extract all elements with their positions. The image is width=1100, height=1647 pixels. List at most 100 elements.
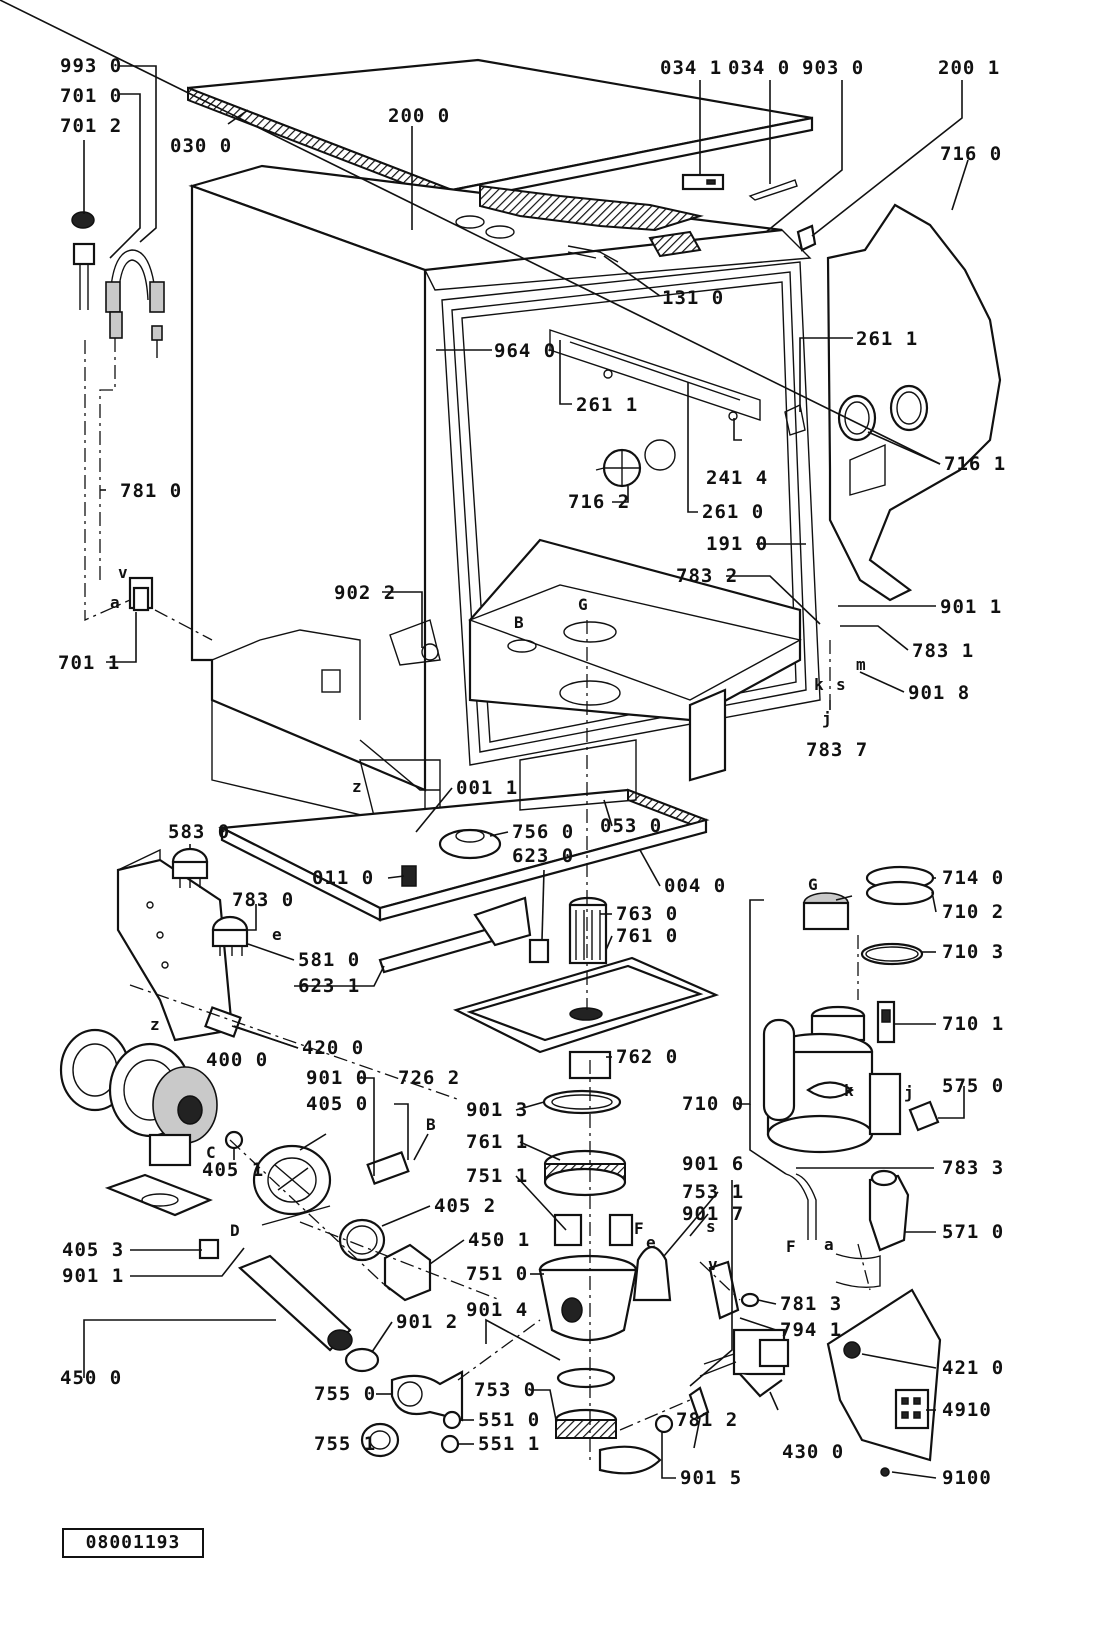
- ref-letter: k: [814, 675, 824, 694]
- part-number-labels: 993 0 701 0 701 2 030 0 200 0 034 1 034 …: [58, 55, 1006, 1489]
- part-label: 901 0: [306, 1067, 368, 1089]
- ref-letter: D: [230, 1221, 240, 1240]
- part-label: 710 0: [682, 1093, 744, 1115]
- part-label: 011 0: [312, 867, 374, 889]
- control-bracket: [116, 847, 249, 1042]
- part-label: 783 0: [232, 889, 294, 911]
- part-label: 761 0: [616, 925, 678, 947]
- part-label: 261 1: [856, 328, 918, 350]
- part-label: 001 1: [456, 777, 518, 799]
- heater-element: [378, 896, 550, 974]
- part-label: 901 4: [466, 1299, 528, 1321]
- part-label: 430 0: [782, 1441, 844, 1463]
- part-label: 753 0: [474, 1379, 536, 1401]
- part-label: 901 3: [466, 1099, 528, 1121]
- part-label: 583 0: [168, 821, 230, 843]
- ref-letter: z: [352, 777, 362, 796]
- part-label: 030 0: [170, 135, 232, 157]
- leader-lines: [0, 0, 969, 1479]
- part-label: 763 0: [616, 903, 678, 925]
- ref-letter: z: [150, 1015, 160, 1034]
- part-label: 450 0: [60, 1367, 122, 1389]
- ref-letter: e: [646, 1233, 656, 1252]
- part-label: 726 2: [398, 1067, 460, 1089]
- part-label: 4910: [942, 1399, 992, 1421]
- ref-letter: m: [856, 655, 866, 674]
- ref-letter: j: [822, 709, 832, 728]
- insulation-panel: [826, 203, 1002, 602]
- document-number: 08001193: [62, 1528, 204, 1558]
- part-label: 710 1: [942, 1013, 1004, 1035]
- part-label: 901 8: [908, 682, 970, 704]
- part-label: 751 1: [466, 1165, 528, 1187]
- part-label: 755 0: [314, 1383, 376, 1405]
- part-label: 551 0: [478, 1409, 540, 1431]
- part-label: 993 0: [60, 55, 122, 77]
- part-label: 753 1: [682, 1181, 744, 1203]
- part-label: 794 1: [780, 1319, 842, 1341]
- ref-letter: G: [578, 595, 588, 614]
- part-label: 762 0: [616, 1046, 678, 1068]
- ref-letter: B: [426, 1115, 436, 1134]
- part-label: 756 0: [512, 821, 574, 843]
- part-label: 623 1: [298, 975, 360, 997]
- part-label: 400 0: [206, 1049, 268, 1071]
- part-label: 623 0: [512, 845, 574, 867]
- part-label: 053 0: [600, 815, 662, 837]
- reference-letters: G B k s m j v a z e C D B F e v s G k j …: [110, 563, 914, 1274]
- part-label: 903 0: [802, 57, 864, 79]
- motor-pump-assembly: [59, 1028, 464, 1458]
- ref-letter: s: [706, 1217, 716, 1236]
- part-label: 710 2: [942, 901, 1004, 923]
- base-tray: [218, 739, 710, 922]
- ref-letter: C: [206, 1143, 216, 1162]
- part-label: 781 3: [780, 1293, 842, 1315]
- part-label: 901 7: [682, 1203, 744, 1225]
- ref-letter: G: [808, 875, 818, 894]
- part-label: 781 2: [676, 1409, 738, 1431]
- ref-letter: k: [844, 1081, 854, 1100]
- valve-assembly: [654, 1260, 942, 1477]
- part-label: 241 4: [706, 467, 768, 489]
- dishwasher-cabinet: [188, 164, 821, 841]
- part-label: 420 0: [302, 1037, 364, 1059]
- part-label: 901 6: [682, 1153, 744, 1175]
- part-label: 581 0: [298, 949, 360, 971]
- part-label: 901 5: [680, 1467, 742, 1489]
- top-panel: [187, 58, 814, 204]
- part-label: 964 0: [494, 340, 556, 362]
- part-label: 714 0: [942, 867, 1004, 889]
- part-label: 716 2: [568, 491, 630, 513]
- ref-letter: j: [904, 1083, 914, 1102]
- part-label: 405 0: [306, 1093, 368, 1115]
- part-label: 200 0: [388, 105, 450, 127]
- part-label: 9100: [942, 1467, 992, 1489]
- part-label: 034 1: [660, 57, 722, 79]
- part-label: 783 3: [942, 1157, 1004, 1179]
- part-label: 901 1: [62, 1265, 124, 1287]
- part-label: 571 0: [942, 1221, 1004, 1243]
- part-label: 901 1: [940, 596, 1002, 618]
- part-label: 421 0: [942, 1357, 1004, 1379]
- ref-letter: v: [708, 1255, 718, 1274]
- ref-letter: a: [824, 1235, 834, 1254]
- part-label: 405 3: [62, 1239, 124, 1261]
- part-label: 755 1: [314, 1433, 376, 1455]
- ref-letter: v: [118, 563, 128, 582]
- part-label: 781 0: [120, 480, 182, 502]
- part-label: 701 0: [60, 85, 122, 107]
- part-label: 261 1: [576, 394, 638, 416]
- part-label: 191 0: [706, 533, 768, 555]
- part-label: 200 1: [938, 57, 1000, 79]
- ref-letter: e: [272, 925, 282, 944]
- part-label: 902 2: [334, 582, 396, 604]
- ref-letter: F: [786, 1237, 796, 1256]
- ref-letter: s: [836, 675, 846, 694]
- part-label: 716 0: [940, 143, 1002, 165]
- part-label: 716 1: [944, 453, 1006, 475]
- assembly-axes: [84, 338, 871, 1460]
- part-label: 783 2: [676, 565, 738, 587]
- part-label: 783 7: [806, 739, 868, 761]
- part-label: 761 1: [466, 1131, 528, 1153]
